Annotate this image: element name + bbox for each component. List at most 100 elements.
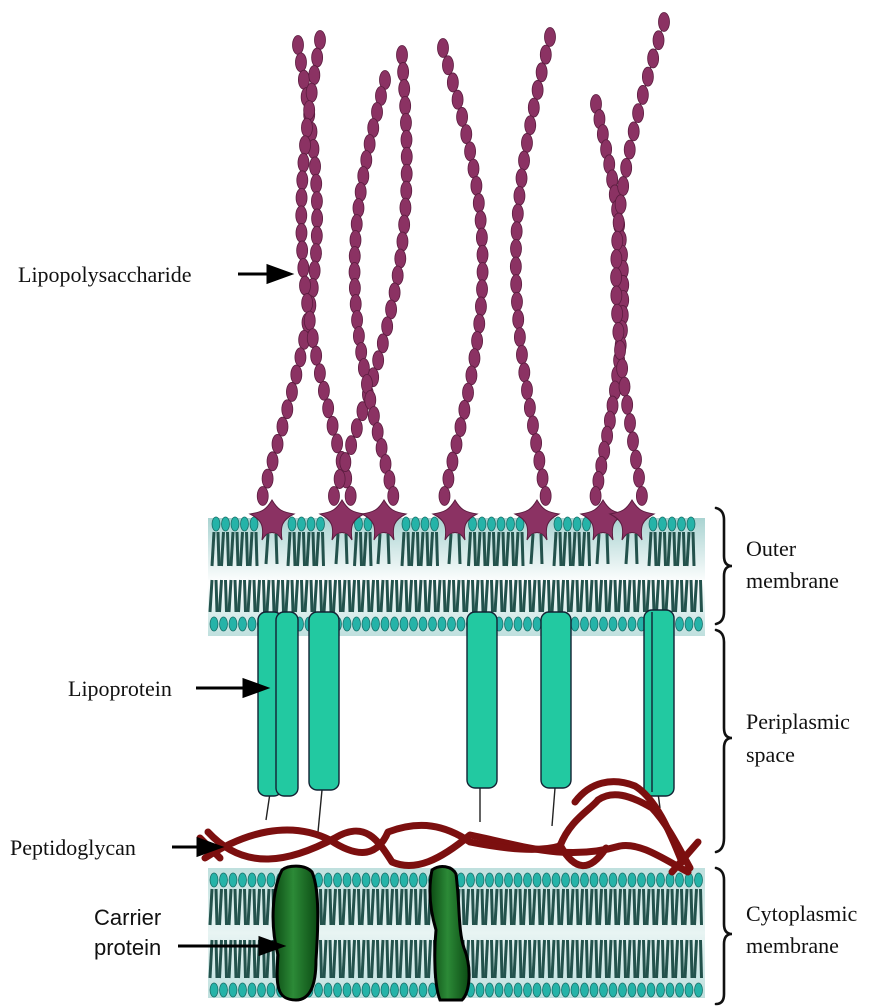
lipid-head [239, 617, 247, 631]
lipid-head [229, 983, 237, 997]
periplasmic-space-bracket [716, 630, 732, 852]
lipid-head [543, 873, 551, 887]
sugar-unit [296, 206, 307, 225]
lipoprotein [467, 612, 497, 788]
lipid-head [258, 873, 266, 887]
sugar-unit [534, 451, 545, 470]
lipid-head [248, 983, 256, 997]
lipid-tail [530, 889, 531, 925]
sugar-unit [296, 188, 307, 207]
lipid-head [619, 983, 627, 997]
lipid-tail [568, 580, 569, 612]
lipid-head [478, 517, 486, 531]
sugar-unit [531, 434, 542, 453]
lipid-tail [691, 580, 692, 612]
lipid-tail [516, 532, 518, 566]
sugar-unit [398, 62, 409, 81]
lipoprotein-label: Lipoprotein [68, 676, 172, 701]
lipid-tail [210, 580, 212, 612]
lipid-head [581, 617, 589, 631]
lipid-tail [695, 580, 697, 612]
lipid-head [267, 873, 275, 887]
lipid-head [476, 983, 484, 997]
lipid-tail [587, 940, 588, 978]
lipid-head [533, 983, 541, 997]
lipid-tail [467, 889, 469, 925]
lipid-head [668, 517, 676, 531]
lipid-head [678, 517, 686, 531]
sugar-unit [388, 487, 399, 506]
lipid-tail [587, 889, 588, 925]
sugar-unit [612, 231, 623, 250]
lipid-tail [562, 940, 564, 978]
lipid-tail [634, 940, 635, 978]
sugar-unit [447, 452, 458, 471]
lipid-tail [503, 532, 504, 566]
lipid-head [581, 983, 589, 997]
lipid-head [419, 873, 427, 887]
lipid-tail [524, 580, 526, 612]
sugar-unit [314, 364, 325, 383]
lipid-head [421, 517, 429, 531]
lipid-tail [254, 889, 255, 925]
lipid-tail [410, 889, 412, 925]
sugar-unit [286, 382, 297, 401]
sugar-unit [377, 334, 388, 353]
lipid-tail [237, 532, 238, 566]
sugar-unit [304, 311, 315, 330]
lipid-tail [435, 580, 436, 612]
lipid-tail [359, 889, 360, 925]
carrier-protein-label-line1: Carrier [94, 905, 161, 930]
lipid-tail [400, 580, 402, 612]
lipid-tail [674, 532, 675, 566]
lipid-tail [482, 580, 483, 612]
arrow-head [268, 266, 290, 282]
lipid-tail [235, 889, 236, 925]
sugar-unit [399, 215, 410, 234]
sugar-unit [392, 266, 403, 285]
lipid-tail [229, 889, 231, 925]
lipid-tail [573, 532, 575, 566]
sugar-unit [512, 204, 523, 223]
lipid-tail [615, 580, 616, 612]
sugar-unit [389, 283, 400, 302]
lipid-tail [391, 889, 393, 925]
lipid-head [410, 983, 418, 997]
sugar-unit [300, 136, 311, 155]
lipid-head [695, 617, 703, 631]
lipid-tail [294, 532, 295, 566]
sugar-unit [532, 80, 543, 99]
lipid-tail [248, 889, 250, 925]
outer-membrane-bracket [716, 508, 732, 624]
lipid-head [419, 617, 427, 631]
lipid-head [438, 617, 446, 631]
lipid-tail [552, 580, 554, 612]
lipid-tail [644, 580, 645, 612]
lipid-head [222, 517, 230, 531]
lipid-tail [273, 580, 274, 612]
lipid-tail [486, 889, 488, 925]
lipid-tail [678, 532, 680, 566]
sugar-unit [455, 418, 466, 437]
sugar-unit [516, 345, 527, 364]
lipid-head [628, 873, 636, 887]
sugar-unit [373, 351, 384, 370]
sugar-unit [613, 322, 624, 341]
lipid-head [400, 873, 408, 887]
lipid-tail [359, 940, 360, 978]
sugar-unit [475, 297, 486, 316]
sugar-unit [438, 39, 449, 58]
lipid-tail [539, 580, 540, 612]
lipid-tail [600, 889, 602, 925]
lipid-tail [524, 940, 526, 978]
sugar-unit [328, 487, 339, 506]
lipid-head [241, 517, 249, 531]
lipid-tail [577, 940, 578, 978]
sugar-unit [345, 487, 356, 506]
lipid-head [666, 983, 674, 997]
lipid-tail [609, 940, 611, 978]
lipoprotein [541, 612, 571, 788]
lipid-tail [570, 532, 571, 566]
lipid-tail [625, 889, 626, 925]
lipid-tail [579, 532, 580, 566]
